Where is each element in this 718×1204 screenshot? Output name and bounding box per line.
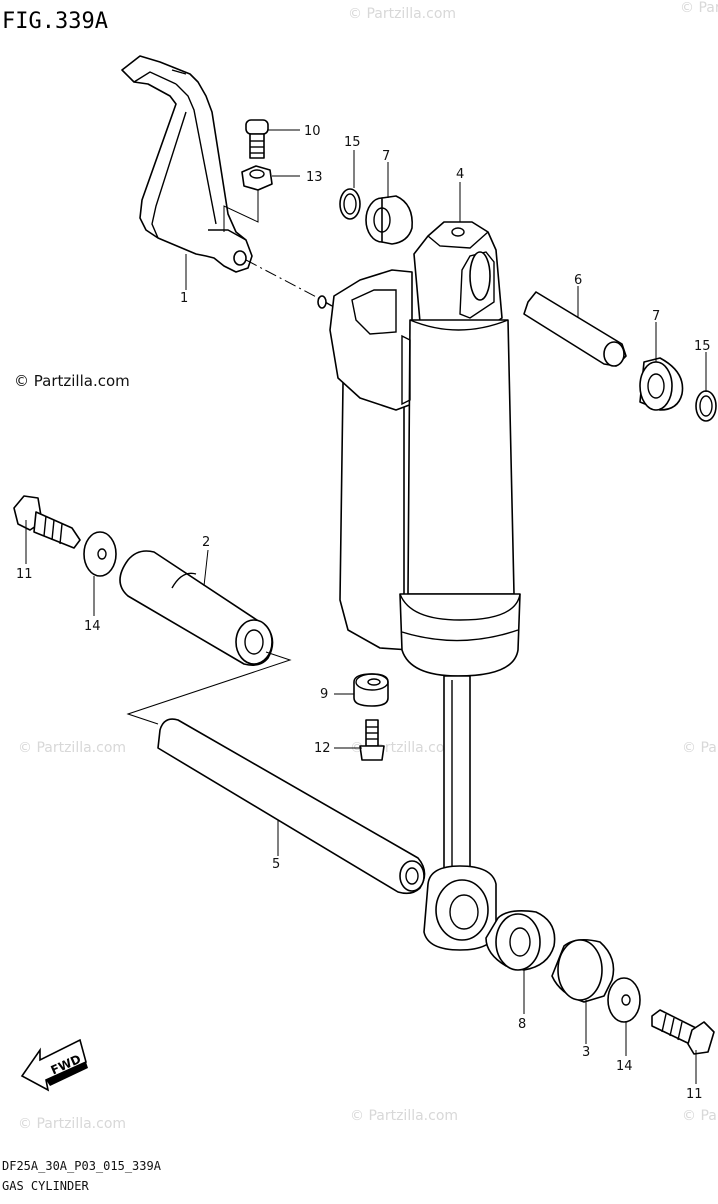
callout-3: 3 — [582, 1045, 590, 1060]
callout-6: 6 — [574, 273, 582, 288]
figure-code: DF25A_30A_P03_015_339A — [2, 1159, 162, 1173]
callout-14-lower: 14 — [616, 1059, 633, 1074]
callout-7-left: 7 — [382, 149, 390, 164]
callout-11-lower: 11 — [686, 1087, 703, 1102]
part-11-bolt-upper — [13, 495, 81, 549]
part-6-pin — [523, 291, 627, 367]
callout-1: 1 — [180, 291, 188, 306]
part-14-washer-upper — [83, 531, 117, 577]
callout-leaders — [25, 129, 707, 1084]
watermark-bottom-center: © Partzilla.com — [350, 1108, 458, 1124]
part-7-bushing-left — [365, 195, 413, 245]
watermark-right: © Partzilla.com — [682, 740, 718, 756]
callout-13: 13 — [306, 170, 323, 185]
callout-14-upper: 14 — [84, 619, 101, 634]
part-14-washer-lower — [607, 977, 641, 1023]
fwd-arrow-icon: FWD — [20, 1038, 88, 1092]
part-9-spacer — [353, 673, 389, 707]
part-4-gas-cylinder — [317, 221, 521, 951]
part-7-bushing-right — [639, 357, 684, 411]
part-12-bolt — [359, 719, 385, 761]
watermark-top-right: © Partzilla.com — [680, 0, 718, 16]
callout-9: 9 — [320, 687, 328, 702]
part-5-tube — [157, 718, 426, 895]
watermark-bottom-left: © Partzilla.com — [18, 1116, 126, 1132]
callout-4: 4 — [456, 167, 464, 182]
callout-5: 5 — [272, 857, 280, 872]
watermark-left: © Partzilla.com — [18, 740, 126, 756]
callout-10: 10 — [304, 124, 321, 139]
sleeve-to-tube-leader — [126, 651, 292, 725]
watermark-top-center: © Partzilla.com — [348, 6, 456, 22]
nut-to-bracket-leader — [223, 190, 259, 232]
callout-12: 12 — [314, 741, 331, 756]
figure-name: GAS CYLINDER — [2, 1179, 89, 1193]
bracket-axis-line — [245, 259, 323, 301]
callout-2: 2 — [202, 535, 210, 550]
part-1-bracket — [121, 55, 253, 273]
part-8-bushing-lower — [485, 910, 556, 971]
part-10-bolt — [245, 119, 269, 159]
watermark-main: © Partzilla.com — [14, 372, 130, 390]
watermark-bottom-right: © Partzilla.com — [682, 1108, 718, 1124]
callout-8: 8 — [518, 1017, 526, 1032]
part-13-nut — [241, 165, 273, 191]
callout-15-left: 15 — [344, 135, 361, 150]
callout-7-right: 7 — [652, 309, 660, 324]
callout-15-right: 15 — [694, 339, 711, 354]
part-15-circlip-left — [339, 188, 361, 220]
callout-11-upper: 11 — [16, 567, 33, 582]
part-15-circlip-right — [695, 390, 717, 422]
part-11-bolt-lower — [651, 1009, 715, 1055]
part-3-collar-lower — [551, 938, 615, 1003]
part-2-sleeve — [119, 550, 274, 666]
figure-title: FIG.339A — [2, 9, 108, 34]
callout-labels: 1 2 3 4 5 6 7 7 8 9 10 11 11 12 13 14 14… — [16, 124, 711, 1102]
